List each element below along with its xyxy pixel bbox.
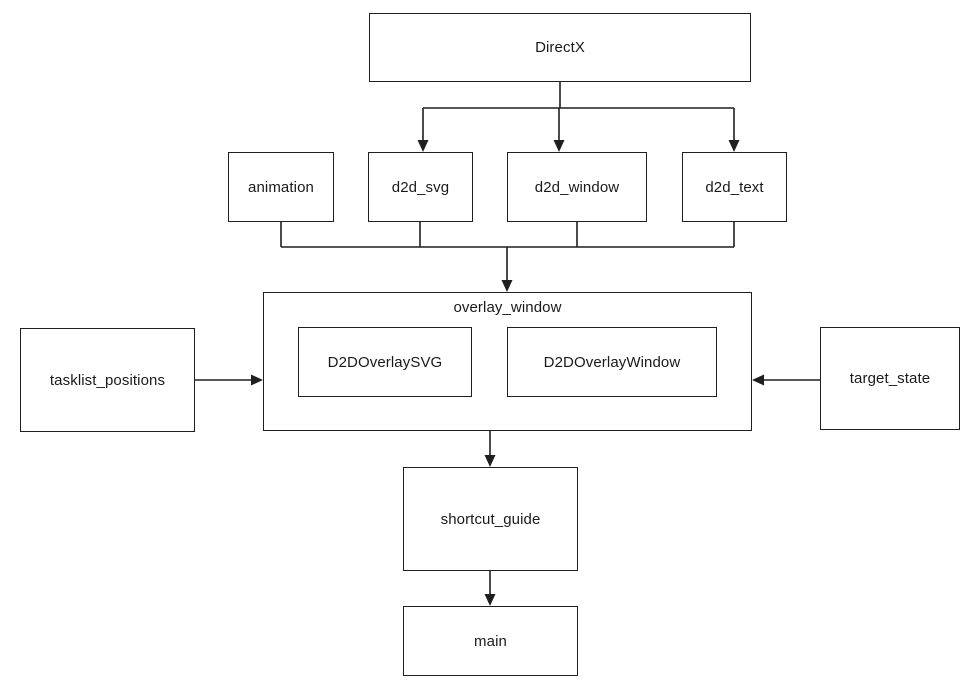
node-tasklist-positions-label: tasklist_positions <box>49 371 166 389</box>
node-main: main <box>403 606 578 676</box>
node-d2d-svg: d2d_svg <box>368 152 473 222</box>
node-d2d-text: d2d_text <box>682 152 787 222</box>
node-target-state: target_state <box>820 327 960 430</box>
arrowhead-overlay-right <box>752 374 764 386</box>
node-directx: DirectX <box>369 13 751 82</box>
node-d2d-overlay-svg: D2DOverlaySVG <box>298 327 472 397</box>
arrowhead-overlay-top <box>501 280 513 292</box>
arrowhead-shortcut-guide <box>484 455 496 467</box>
arrowhead-overlay-left <box>251 374 263 386</box>
arrowhead-main <box>484 594 496 606</box>
node-d2d-svg-label: d2d_svg <box>391 178 450 196</box>
node-main-label: main <box>474 632 507 650</box>
node-d2d-window: d2d_window <box>507 152 647 222</box>
node-directx-label: DirectX <box>535 39 585 56</box>
node-tasklist-positions: tasklist_positions <box>20 328 195 432</box>
node-target-state-label: target_state <box>849 370 931 387</box>
node-shortcut-guide: shortcut_guide <box>403 467 578 571</box>
node-shortcut-guide-label: shortcut_guide <box>440 510 541 528</box>
node-d2d-text-label: d2d_text <box>705 178 764 196</box>
node-d2d-overlay-window-label: D2DOverlayWindow <box>543 353 681 371</box>
arrowhead-d2d-text <box>728 140 740 152</box>
node-d2d-overlay-window: D2DOverlayWindow <box>507 327 717 397</box>
node-d2d-window-label: d2d_window <box>534 178 620 196</box>
node-overlay-window-label: overlay_window <box>453 299 562 316</box>
arrowhead-d2d-svg <box>417 140 429 152</box>
node-animation: animation <box>228 152 334 222</box>
node-d2d-overlay-svg-label: D2DOverlaySVG <box>327 353 443 371</box>
arrowhead-d2d-window <box>553 140 565 152</box>
node-animation-label: animation <box>248 178 314 196</box>
